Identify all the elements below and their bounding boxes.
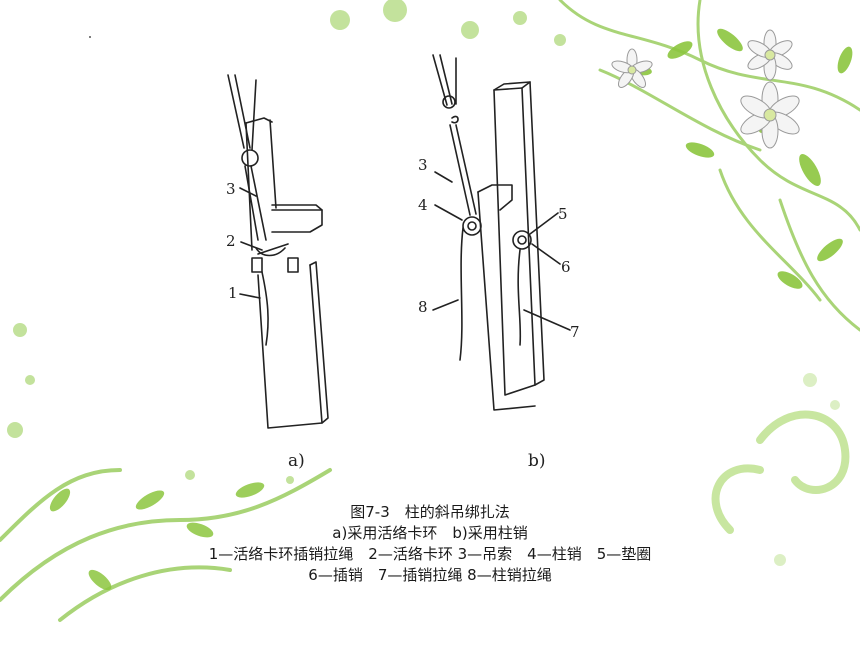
callout-b-7: 7 bbox=[570, 323, 580, 341]
caption-subtitle: a)采用活络卡环 b)采用柱销 bbox=[332, 524, 528, 542]
caption-title: 图7-3 柱的斜吊绑扎法 bbox=[350, 503, 510, 521]
figure-caption: 图7-3 柱的斜吊绑扎法 a)采用活络卡环 b)采用柱销 1—活络卡环插销拉绳 … bbox=[80, 502, 780, 586]
stray-dot bbox=[89, 36, 91, 38]
callout-b-3: 3 bbox=[418, 156, 428, 174]
callout-a-2: 2 bbox=[226, 232, 236, 250]
callout-b-8: 8 bbox=[418, 298, 428, 316]
caption-legend-line-2: 6—插销 7—插销拉绳 8—柱销拉绳 bbox=[308, 566, 552, 584]
caption-legend-line-1: 1—活络卡环插销拉绳 2—活络卡环 3—吊索 4—柱销 5—垫圈 bbox=[208, 545, 652, 563]
column-lifting-diagram: 3 2 1 3 4 5 6 8 7 a) b) bbox=[226, 54, 580, 471]
panel-b-label: b) bbox=[528, 451, 546, 471]
callout-b-6: 6 bbox=[561, 258, 571, 276]
callout-a-3: 3 bbox=[226, 180, 236, 198]
callout-b-5: 5 bbox=[558, 205, 568, 223]
callout-a-1: 1 bbox=[228, 284, 238, 302]
panel-b-drawing bbox=[432, 54, 571, 411]
panel-a-label: a) bbox=[288, 451, 305, 471]
callout-b-4: 4 bbox=[418, 196, 428, 214]
panel-a-drawing bbox=[227, 74, 329, 429]
